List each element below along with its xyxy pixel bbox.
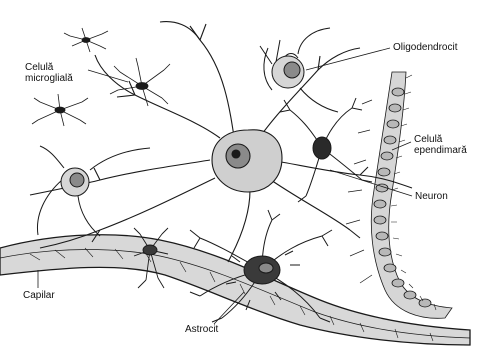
microglial-cell-2: [110, 58, 170, 106]
label-capillary: Capilar: [23, 290, 55, 301]
leader-neuron: [330, 170, 412, 196]
label-ependymal-line2: ependimară: [414, 145, 467, 156]
label-microglial-cell: Celulă microglială: [25, 62, 73, 84]
glial-cell-left: [37, 146, 150, 236]
label-oligodendrocyte: Oligodendrocit: [393, 42, 457, 53]
label-ependymal-line1: Celulă: [414, 134, 467, 145]
label-ependymal-cell: Celulă ependimară: [414, 134, 467, 156]
label-microglial-line2: microglială: [25, 73, 73, 84]
label-microglial-line1: Celulă: [25, 62, 73, 73]
label-neuron: Neuron: [415, 191, 448, 202]
neuron-right: [280, 98, 372, 202]
microglial-cell-1: [64, 28, 108, 52]
oligodendrocyte: [260, 28, 338, 112]
label-astrocyte: Astrocit: [185, 324, 218, 335]
microglial-cell-3: [32, 94, 88, 126]
leader-microglia: [88, 70, 128, 82]
